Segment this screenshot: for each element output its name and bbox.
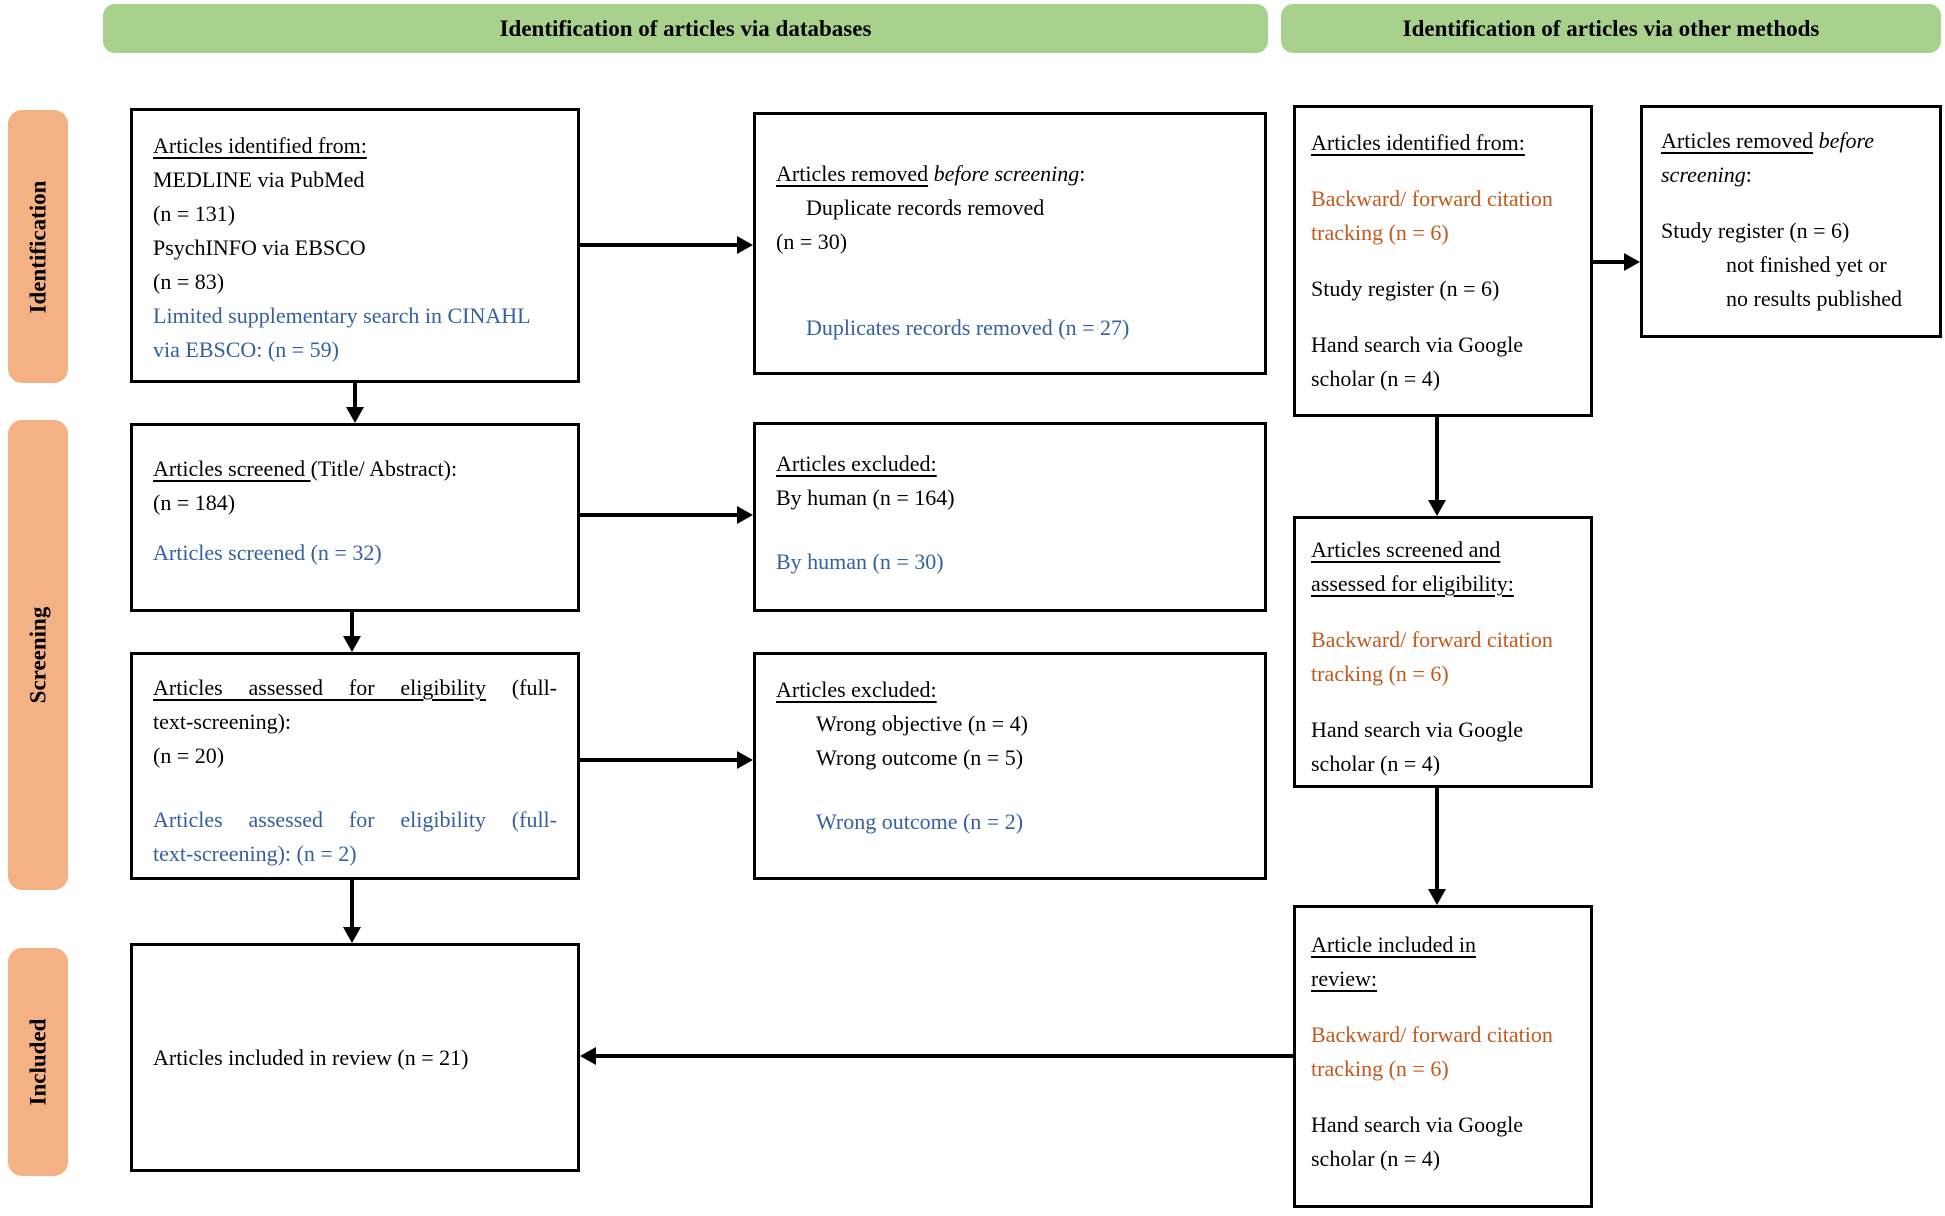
box-line-ai-assessed-line2: text-screening): (n = 2) xyxy=(153,841,357,866)
arrow-other-screened-to-included xyxy=(1435,788,1439,889)
box-articles-included-review: Articles included in review (n = 21) xyxy=(130,943,580,1172)
header-bar-other-methods-label: Identification of articles via other met… xyxy=(1402,15,1820,41)
box-line-ai-wrong-outcome: Wrong outcome (n = 2) xyxy=(816,809,1024,834)
box-heading-line2: text-screening): xyxy=(153,709,292,734)
box-line-study-register: Study register (n = 6) xyxy=(1661,218,1850,243)
box-line: (n = 131) xyxy=(153,201,236,226)
box-heading: Articles identified from: xyxy=(1311,130,1525,155)
box-heading: Article included in review: xyxy=(1311,932,1476,991)
arrow-screened-to-eligibility xyxy=(350,612,354,636)
box-other-articles-screened-assessed: Articles screened and assessed for eligi… xyxy=(1293,516,1593,788)
stage-label-screening: Screening xyxy=(8,420,68,890)
box-line-ai-assessed-line1: Articles assessed for eligibility (full- xyxy=(153,807,557,832)
box-line-citation-tracking: Backward/ forward citation tracking (n =… xyxy=(1311,186,1553,245)
box-line: Wrong outcome (n = 5) xyxy=(816,745,1024,770)
box-heading-line1: Articles assessed for eligibility (full- xyxy=(153,675,558,700)
box-articles-excluded-screening: Articles excluded: By human (n = 164) By… xyxy=(753,422,1267,612)
box-line: MEDLINE via PubMed xyxy=(153,167,365,192)
box-articles-removed-before-screening: Articles removed before screening: Dupli… xyxy=(753,112,1267,375)
box-articles-identified-databases: Articles identified from: MEDLINE via Pu… xyxy=(130,108,580,383)
box-line: (n = 30) xyxy=(776,229,848,254)
box-line-hand-search: Hand search via Google scholar (n = 4) xyxy=(1311,717,1523,776)
box-line: Wrong objective (n = 4) xyxy=(816,711,1028,736)
box-heading: Articles removed before screening: xyxy=(776,161,1086,186)
box-articles-screened: Articles screened (Title/ Abstract): (n … xyxy=(130,423,580,612)
box-other-article-included-review: Article included in review: Backward/ fo… xyxy=(1293,905,1593,1208)
box-line: not finished yet or xyxy=(1726,252,1887,277)
box-line-hand-search: Hand search via Google scholar (n = 4) xyxy=(1311,332,1523,391)
box-heading: Articles identified from: xyxy=(153,133,367,158)
box-line: Duplicate records removed xyxy=(806,195,1045,220)
header-bar-databases: Identification of articles via databases xyxy=(103,4,1268,53)
box-line-citation-tracking: Backward/ forward citation tracking (n =… xyxy=(1311,1022,1553,1081)
arrow-other-identified-to-removed xyxy=(1593,260,1624,264)
header-bar-databases-label: Identification of articles via databases xyxy=(499,15,872,41)
arrow-other-included-to-review xyxy=(596,1054,1293,1058)
stage-label-included: Included xyxy=(8,948,68,1176)
box-other-articles-removed: Articles removed before screening: Study… xyxy=(1640,105,1942,338)
box-line: (n = 20) xyxy=(153,743,225,768)
stage-label-identification: Identification xyxy=(8,110,68,383)
header-bar-other-methods: Identification of articles via other met… xyxy=(1281,4,1941,53)
box-line-hand-search: Hand search via Google scholar (n = 4) xyxy=(1311,1112,1523,1171)
box-line-citation-tracking: Backward/ forward citation tracking (n =… xyxy=(1311,627,1553,686)
box-articles-assessed-eligibility: Articles assessed for eligibility (full-… xyxy=(130,652,580,880)
box-heading: Articles screened and assessed for eligi… xyxy=(1311,537,1514,596)
box-other-articles-identified: Articles identified from: Backward/ forw… xyxy=(1293,105,1593,417)
box-heading: Articles excluded: xyxy=(776,677,937,702)
box-line-ai-by-human: By human (n = 30) xyxy=(776,549,944,574)
box-heading: Articles excluded: xyxy=(776,451,937,476)
arrow-other-identified-to-screened xyxy=(1435,417,1439,500)
box-line: (n = 83) xyxy=(153,269,225,294)
arrow-screened-to-excluded xyxy=(580,513,737,517)
box-line-study-register: Study register (n = 6) xyxy=(1311,276,1500,301)
box-articles-excluded-fulltext: Articles excluded: Wrong objective (n = … xyxy=(753,652,1267,880)
box-heading: Articles removed before screening: xyxy=(1661,128,1874,187)
box-line-ai-screened: Articles screened (n = 32) xyxy=(153,540,382,565)
arrow-eligibility-to-excluded xyxy=(580,758,737,762)
arrow-identified-to-removed xyxy=(580,243,737,247)
box-line: By human (n = 164) xyxy=(776,485,955,510)
box-line-ai-supplementary: Limited supplementary search in CINAHL v… xyxy=(153,303,530,362)
box-line: no results published xyxy=(1726,286,1902,311)
arrow-identified-to-screened xyxy=(353,383,357,407)
box-heading: Articles screened (Title/ Abstract): xyxy=(153,456,458,481)
box-line: Articles included in review (n = 21) xyxy=(153,1044,469,1070)
box-line: (n = 184) xyxy=(153,490,236,515)
arrow-eligibility-to-included xyxy=(350,880,354,927)
box-line: PsychINFO via EBSCO xyxy=(153,235,366,260)
box-line-ai-duplicates: Duplicates records removed (n = 27) xyxy=(806,315,1130,340)
